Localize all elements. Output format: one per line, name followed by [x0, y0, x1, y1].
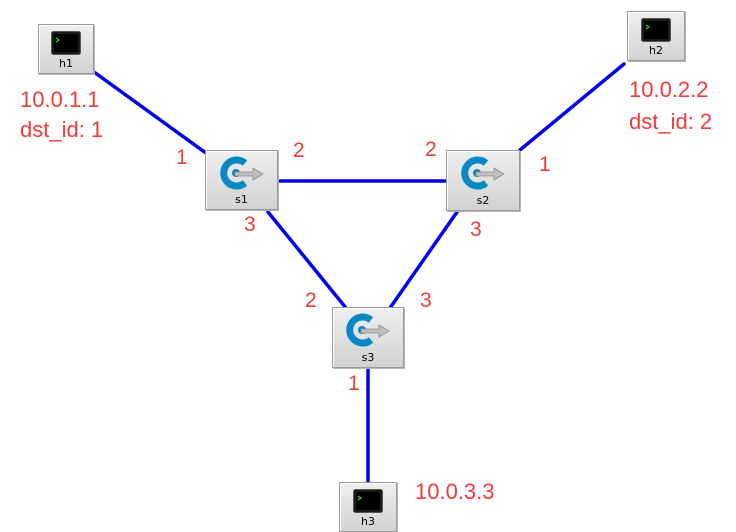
- switch-s1[interactable]: s1: [205, 150, 278, 210]
- port-label-s3-h3: 1: [348, 372, 360, 395]
- link-s2-h2[interactable]: [518, 62, 626, 152]
- switch-s2[interactable]: s2: [446, 150, 520, 211]
- h1-ip-annotation: 10.0.1.1: [20, 87, 100, 112]
- port-label-s2-s1: 2: [425, 138, 437, 161]
- openflow-switch-icon: [219, 156, 265, 194]
- h2-dst-annotation: dst_id: 2: [629, 109, 713, 134]
- port-label-s1-s3: 3: [244, 213, 256, 236]
- link-s2-s3[interactable]: [388, 210, 459, 310]
- switch-s3[interactable]: s3: [332, 307, 404, 368]
- switch-label: s2: [476, 194, 490, 207]
- port-label-s1-s2: 2: [293, 139, 305, 162]
- link-s1-s3[interactable]: [266, 210, 348, 310]
- topology-canvas: [92, 62, 626, 486]
- terminal-icon: [641, 18, 671, 46]
- h1-dst-annotation: dst_id: 1: [20, 117, 104, 142]
- openflow-switch-icon: [345, 313, 391, 351]
- switch-label: s1: [235, 193, 248, 206]
- openflow-switch-icon: [460, 156, 506, 194]
- links: [92, 62, 626, 486]
- host-h1[interactable]: h1: [38, 24, 94, 74]
- port-label-s2-h2: 1: [539, 153, 551, 176]
- h2-ip-annotation: 10.0.2.2: [629, 77, 709, 102]
- host-h2[interactable]: h2: [627, 11, 685, 61]
- h3-ip-annotation: 10.0.3.3: [415, 479, 495, 504]
- link-h1-s1[interactable]: [92, 70, 212, 158]
- port-label-s1-h1: 1: [176, 146, 188, 169]
- host-label: h1: [59, 57, 73, 70]
- host-label: h2: [649, 44, 663, 57]
- port-label-s3-s1: 2: [305, 289, 317, 312]
- port-label-s2-s3: 3: [470, 218, 482, 241]
- switch-label: s3: [361, 351, 375, 364]
- terminal-icon: [51, 31, 81, 59]
- terminal-icon: [353, 489, 383, 517]
- host-h3[interactable]: h3: [339, 482, 397, 532]
- port-label-s3-s2: 3: [420, 289, 432, 312]
- host-label: h3: [361, 515, 375, 528]
